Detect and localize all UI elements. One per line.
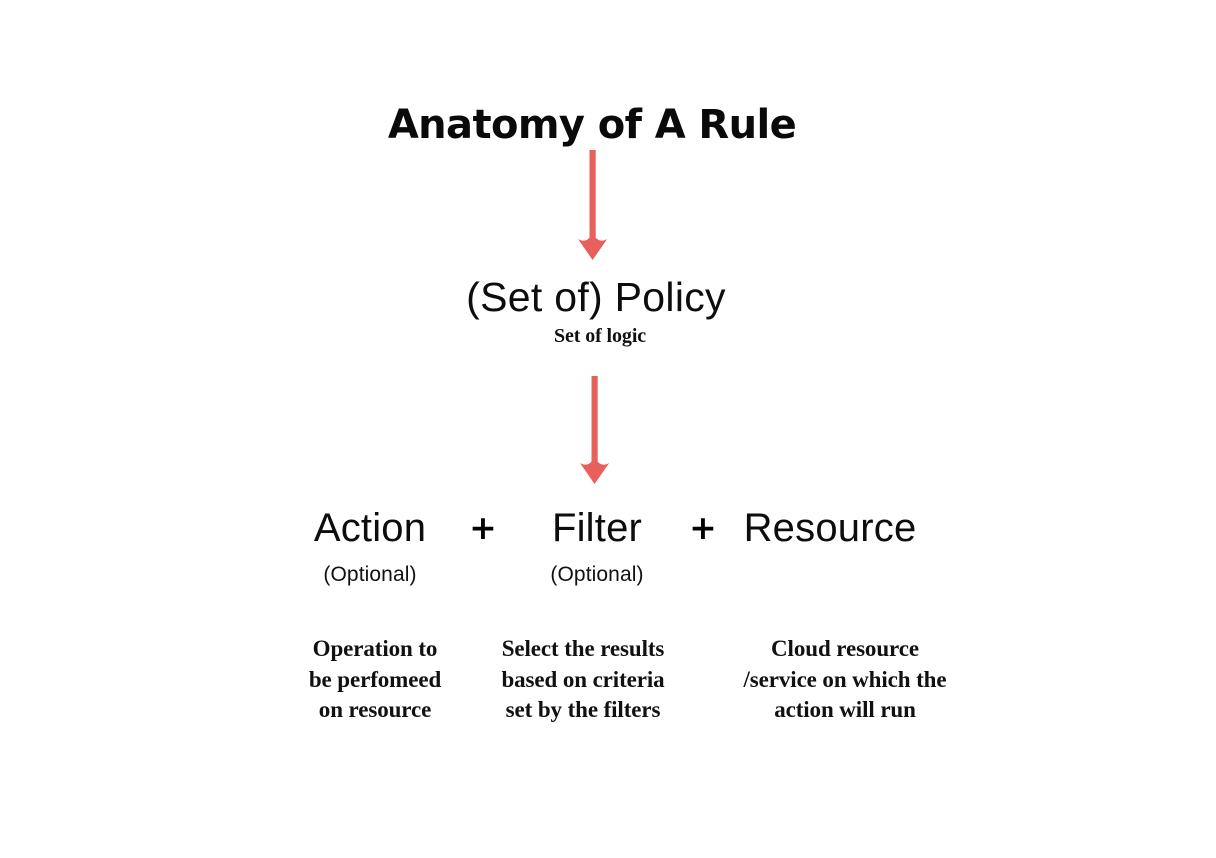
description-filter-line-3: set by the filters (505, 697, 661, 722)
description-action: Operation to be perfomeed on resource (285, 634, 465, 726)
component-term-action: Action (313, 506, 427, 550)
description-action-line-3: on resource (318, 697, 432, 722)
description-resource-line-1: Cloud resource (771, 636, 919, 661)
policy-title: (Set of) Policy (466, 274, 726, 320)
component-term-resource: Resource (743, 506, 917, 550)
arrow-down-policy-to-components-icon (569, 376, 621, 493)
description-resource-line-3: action will run (774, 697, 916, 722)
descriptions-row: Operation to be perfomeed on resource Se… (280, 634, 980, 734)
plus-operator-2: + (689, 508, 717, 547)
optional-label-filter: (Optional) (550, 563, 644, 586)
policy-subtitle: Set of logic (553, 325, 647, 347)
description-filter-line-1: Select the results (501, 636, 665, 661)
optional-labels-row: (Optional) (Optional) (290, 560, 930, 592)
description-action-line-2: be perfomeed (308, 666, 442, 692)
description-action-line-1: Operation to (312, 636, 438, 661)
description-resource: Cloud resource /service on which the act… (710, 634, 980, 726)
components-row: Action + Filter + Resource (290, 500, 930, 562)
description-filter-line-2: based on criteria (501, 666, 665, 692)
arrow-down-title-to-policy-icon (567, 150, 619, 267)
component-term-filter: Filter (551, 506, 643, 550)
page-title: Anatomy of A Rule (387, 102, 797, 148)
optional-label-action: (Optional) (323, 563, 417, 586)
description-resource-line-2: /service on which the (743, 666, 947, 692)
plus-operator-1: + (469, 508, 497, 547)
description-filter: Select the results based on criteria set… (493, 634, 673, 726)
